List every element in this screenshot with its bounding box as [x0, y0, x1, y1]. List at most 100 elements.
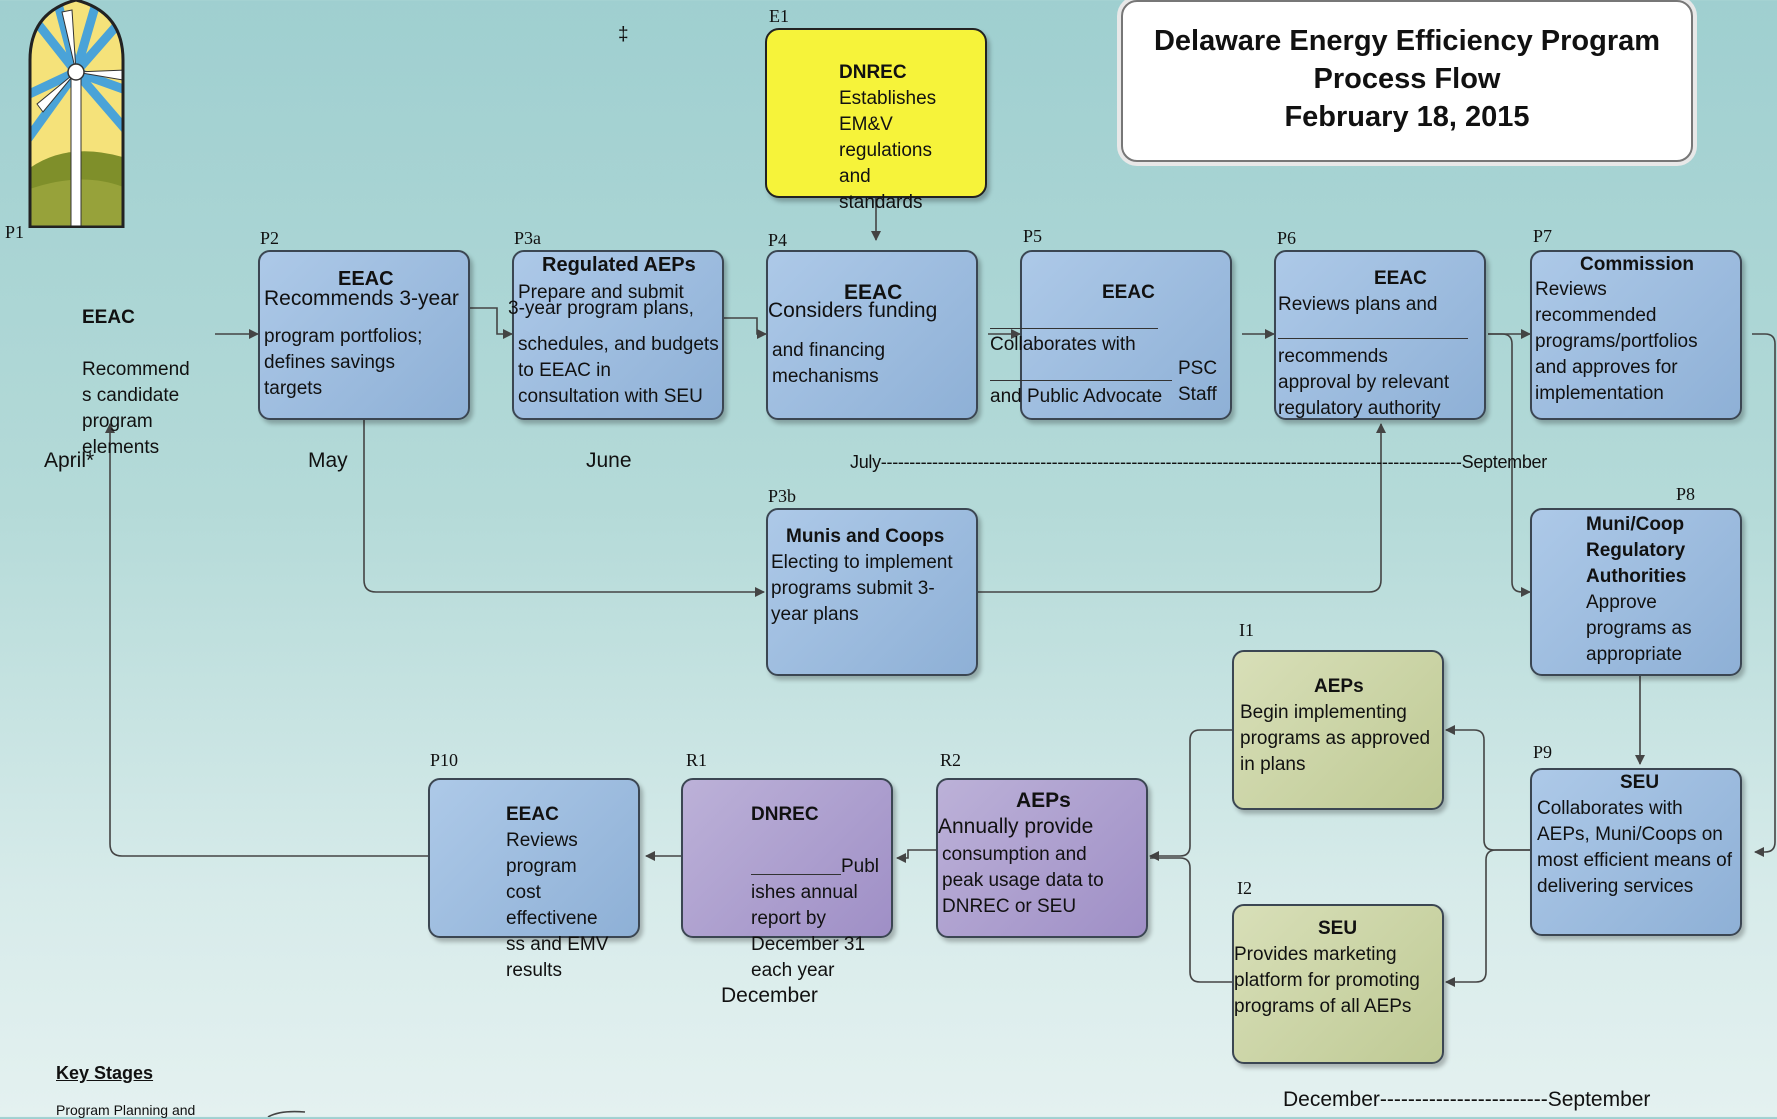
connector-p10-p1	[105, 423, 428, 857]
node-p1-body: Recommend s candidate program elements	[82, 359, 190, 458]
node-p1: EEAC Recommend s candidate program eleme…	[82, 279, 190, 487]
label-p4: P4	[768, 230, 788, 250]
node-p3a: Regulated AEPs Prepare and submit 3-year…	[508, 250, 724, 420]
node-p9-head: SEU	[1620, 772, 1660, 793]
node-p4-head: EEAC	[844, 281, 903, 304]
node-p6-rule	[1278, 338, 1468, 339]
node-p2-body: program portfolios; defines savings targ…	[264, 326, 423, 399]
node-p5-head: EEAC	[1102, 282, 1155, 303]
node-r1-rule	[751, 874, 841, 875]
node-p3b-body: Electing to implement programs submit 3-…	[771, 552, 953, 625]
node-p6: EEAC Reviews plans and recommends approv…	[1274, 250, 1486, 420]
node-e1-body: Establishes EM&V regulations and standar…	[839, 88, 937, 213]
node-i2-head: SEU	[1318, 918, 1358, 939]
label-p3a: P3a	[514, 228, 541, 248]
node-p2-head: EEAC	[338, 268, 394, 290]
key-item-planning: Program Planning and	[56, 1102, 196, 1118]
node-i1-body: Begin implementing programs as approved …	[1240, 702, 1431, 775]
node-r2-line1: Annually provide	[938, 815, 1094, 838]
node-p3a-line1: Prepare and submit	[518, 282, 684, 303]
label-p5: P5	[1023, 226, 1043, 246]
node-p8-body: Approve programs as appropriate	[1586, 592, 1692, 665]
node-p6-head: EEAC	[1374, 268, 1427, 289]
legend-arrow	[267, 1110, 306, 1117]
dagger-mark: ‡	[618, 24, 629, 45]
title-line-1: Delaware Energy Efficiency Program	[1153, 25, 1661, 57]
node-p5-line1: Collaborates with	[990, 334, 1136, 355]
node-p2-line1: Recommends 3-year	[264, 287, 459, 310]
node-r2: AEPs Annually provide consumption and pe…	[936, 778, 1148, 938]
title-line-3: February 18, 2015	[1284, 101, 1530, 133]
node-p5-rule-1	[990, 328, 1158, 329]
node-r2-head: AEPs	[1016, 789, 1071, 812]
connector-p3b-p6	[978, 423, 1386, 593]
label-i1: I1	[1239, 620, 1254, 640]
connector-r2-r1	[896, 849, 936, 863]
connector-p2-p3a	[470, 307, 513, 339]
label-p7: P7	[1533, 226, 1553, 246]
node-r1: DNREC Publ ishes annual report by Decemb…	[681, 778, 893, 981]
node-r1-head: DNREC	[751, 804, 819, 825]
node-p7: Commission Reviews recommended programs/…	[1530, 250, 1742, 420]
wind-turbine-logo	[28, 0, 125, 228]
node-p5-line3: and Public Advocate	[990, 386, 1163, 407]
node-p6-line1: Reviews plans and	[1278, 294, 1438, 315]
node-p3a-body: schedules, and budgets to EEAC in consul…	[518, 334, 719, 407]
node-i2: SEU Provides marketing platform for prom…	[1232, 904, 1444, 1064]
label-p6: P6	[1277, 228, 1297, 248]
node-p2: EEAC Recommends 3-year program portfolio…	[258, 250, 470, 420]
node-i1: AEPs Begin implementing programs as appr…	[1232, 650, 1444, 810]
label-p2: P2	[260, 228, 280, 248]
node-p3a-head: Regulated AEPs	[542, 254, 696, 276]
node-p4: EEAC Considers funding and financing mec…	[766, 250, 978, 420]
connector-i1-r2	[1149, 729, 1232, 861]
connector-p3a-p4	[714, 317, 767, 339]
label-p10: P10	[430, 750, 459, 770]
node-p4-body: and financing mechanisms	[772, 340, 886, 387]
node-p3b-head: Munis and Coops	[786, 526, 945, 547]
node-p7-body: Reviews recommended programs/portfolios …	[1535, 279, 1698, 404]
node-p9-body: Collaborates with AEPs, Muni/Coops on mo…	[1537, 798, 1733, 897]
node-e1: DNREC Establishes EM&V regulations and s…	[765, 28, 987, 213]
title-box: Delaware Energy Efficiency Program Proce…	[1121, 0, 1693, 162]
node-r1-line1: Publ	[841, 856, 880, 877]
title-line-2: Process Flow	[1313, 63, 1501, 95]
node-i1-head: AEPs	[1314, 676, 1364, 697]
connector-p7-p9	[1752, 333, 1776, 857]
month-june: June	[586, 449, 632, 472]
node-e1-head: DNREC	[839, 62, 907, 83]
label-r2: R2	[940, 750, 962, 770]
node-p5-line2: PSC Staff	[1178, 358, 1218, 405]
connector-p9-i2	[1445, 849, 1530, 987]
node-p10-head: EEAC	[506, 804, 559, 825]
node-p7-head: Commission	[1580, 254, 1695, 275]
node-i2-body: Provides marketing platform for promotin…	[1234, 944, 1420, 1017]
connector-p9-i1	[1445, 725, 1530, 851]
node-p3b: Munis and Coops Electing to implement pr…	[766, 508, 978, 676]
key-heading: Key Stages	[56, 1063, 154, 1083]
connector-i2-r2	[1150, 857, 1232, 983]
node-p4-line1: Considers funding	[768, 299, 938, 322]
node-p1-head: EEAC	[82, 307, 135, 328]
label-p9: P9	[1533, 742, 1553, 762]
node-p6-body: recommends approval by relevant regulato…	[1278, 346, 1450, 419]
label-e1: E1	[769, 6, 789, 26]
month-december: December	[721, 984, 818, 1007]
month-december-september: December------------------------Septembe…	[1283, 1088, 1651, 1111]
node-p3a-line2: 3-year program plans,	[508, 298, 694, 319]
label-i2: I2	[1237, 878, 1252, 898]
node-p8-head: Muni/Coop Regulatory Authorities	[1586, 514, 1687, 587]
month-july-september: July------------------------------------…	[850, 452, 1547, 472]
label-p1: P1	[5, 222, 25, 242]
node-p10-body: Reviews program cost effectivene ss and …	[506, 830, 609, 981]
node-r2-body: consumption and peak usage data to DNREC…	[942, 844, 1104, 917]
connector-p6-p8	[1488, 333, 1531, 597]
node-p5: EEAC Collaborates with PSC Staff and Pub…	[990, 250, 1232, 420]
month-may: May	[308, 449, 348, 472]
label-p3b: P3b	[768, 486, 797, 506]
node-p10: EEAC Reviews program cost effectivene ss…	[428, 778, 640, 981]
connector-p2-p3b	[363, 420, 765, 597]
node-p8: Muni/Coop Regulatory Authorities Approve…	[1530, 508, 1742, 676]
